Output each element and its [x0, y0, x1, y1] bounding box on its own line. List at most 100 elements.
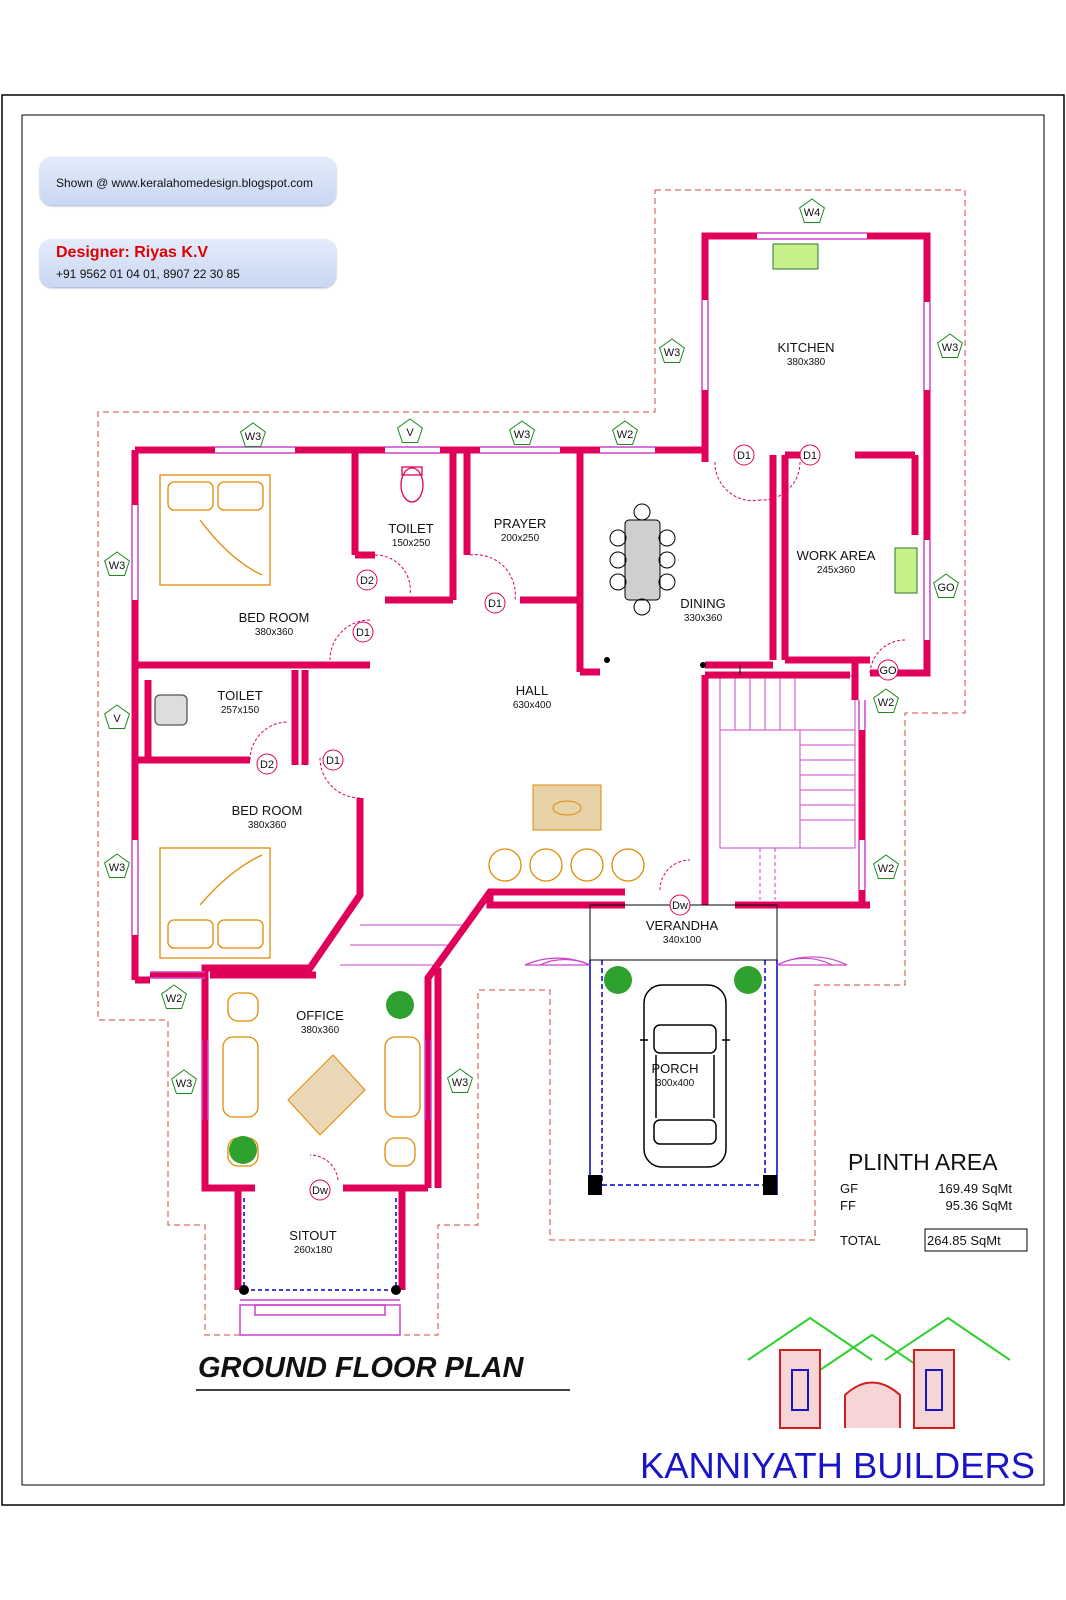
window-tag: W3: [171, 1069, 197, 1094]
designer-banner: Designer: Riyas K.V +91 9562 01 04 01, 8…: [40, 239, 336, 287]
room-name: DINING: [680, 596, 726, 611]
window-tag: W3: [509, 420, 535, 445]
door-marker: D2: [356, 569, 378, 591]
door-marker-label: D1: [488, 598, 502, 610]
window-tag-shape: [104, 853, 130, 878]
room-size: 630x400: [513, 700, 552, 711]
door-marker-circle: [256, 753, 278, 775]
plinth-title: PLINTH AREA: [848, 1149, 998, 1175]
window-tag-label: W3: [109, 862, 126, 874]
window-tag-shape: [933, 573, 959, 598]
door-marker-circle: [733, 444, 755, 466]
window-tag-shape: [447, 1068, 473, 1093]
window-tag-label: V: [113, 713, 121, 725]
door-swings: [249, 461, 906, 1181]
designer-name: Designer: Riyas K.V: [56, 244, 209, 261]
window-tag-label: W4: [804, 207, 821, 219]
window-tag-label: W3: [176, 1078, 193, 1090]
inner-border: [21, 114, 1045, 1486]
window-tag: V: [104, 704, 130, 729]
window-tag: W3: [447, 1068, 473, 1093]
verandha: [589, 665, 778, 961]
room-name: OFFICE: [296, 1008, 344, 1023]
plinth-total-box: [924, 1228, 1028, 1252]
window-tag: W3: [240, 422, 266, 447]
credit-text: Shown @ www.keralahomedesign.blogspot.co…: [56, 176, 313, 190]
room-size: 380x360: [255, 627, 294, 638]
outer-border: [1, 94, 1065, 1506]
plants: [229, 966, 762, 1164]
room-size: 340x100: [663, 935, 702, 946]
door-marker-label: D1: [326, 755, 340, 767]
window-tag-shape: [873, 688, 899, 713]
door-marker-circle: [669, 894, 691, 916]
room-size: 380x360: [301, 1025, 340, 1036]
window-tag-shape: [171, 1069, 197, 1094]
credit-banner: Shown @ www.keralahomedesign.blogspot.co…: [40, 157, 336, 205]
window-tag: W3: [104, 551, 130, 576]
window-tag-label: W3: [514, 429, 531, 441]
door-marker-circle: [484, 592, 506, 614]
room-dining: DINING 330x360: [680, 596, 726, 624]
room-size: 330x360: [684, 613, 723, 624]
window-tag: W2: [873, 688, 899, 713]
room-size: 150x250: [392, 538, 431, 549]
staircase: [340, 675, 856, 966]
sinks: [772, 243, 918, 594]
room-name: HALL: [516, 683, 549, 698]
door-marker-label: D1: [803, 450, 817, 462]
room-name: TOILET: [217, 688, 262, 703]
door-marker-label: D2: [360, 575, 374, 587]
window-tag-shape: [104, 551, 130, 576]
door-marker: GO: [877, 659, 899, 681]
door-marker: D1: [322, 749, 344, 771]
door-marker: D1: [733, 444, 755, 466]
door-marker: D1: [799, 444, 821, 466]
door-marker-label: D1: [737, 450, 751, 462]
plan-title: GROUND FLOOR PLAN: [198, 1352, 524, 1384]
window-tag: W4: [799, 198, 825, 223]
room-name: WORK AREA: [797, 548, 876, 563]
window-tag: W3: [104, 853, 130, 878]
window-tag-shape: [873, 854, 899, 879]
door-marker-circle: [322, 749, 344, 771]
window-tag-shape: [612, 420, 638, 445]
door-marker: Dw: [669, 894, 691, 916]
plinth-table: PLINTH AREA GF 169.49 SqMt FF 95.36 SqMt…: [840, 1149, 1028, 1252]
room-hall: HALL 630x400: [513, 683, 552, 711]
window-tag-shape: [397, 418, 423, 443]
builder-name: KANNIYATH BUILDERS: [640, 1445, 1035, 1486]
window-tag: W3: [659, 338, 685, 363]
room-office: OFFICE 380x360: [296, 1008, 344, 1036]
rugs: [287, 784, 602, 1136]
plinth-total-value: 264.85 SqMt: [927, 1233, 1001, 1248]
room-size: 300x400: [656, 1078, 695, 1089]
plinth-outline: [97, 189, 966, 1336]
window-tag: W2: [612, 420, 638, 445]
columns: [239, 657, 777, 1295]
door-marker-label: GO: [879, 665, 897, 677]
window-tag: V: [397, 418, 423, 443]
door-marker-circle: [309, 1179, 331, 1201]
door-marker-label: Dw: [312, 1185, 328, 1197]
window-tag-shape: [509, 420, 535, 445]
door-marker: D1: [352, 621, 374, 643]
window-tag: W3: [937, 333, 963, 358]
designer-phone: +91 9562 01 04 01, 8907 22 30 85: [56, 267, 240, 281]
window-tag-label: W3: [942, 342, 959, 354]
window-tag-label: W2: [166, 993, 183, 1005]
window-tag-shape: [240, 422, 266, 447]
window-tag-shape: [937, 333, 963, 358]
window-tag-label: W3: [452, 1077, 469, 1089]
